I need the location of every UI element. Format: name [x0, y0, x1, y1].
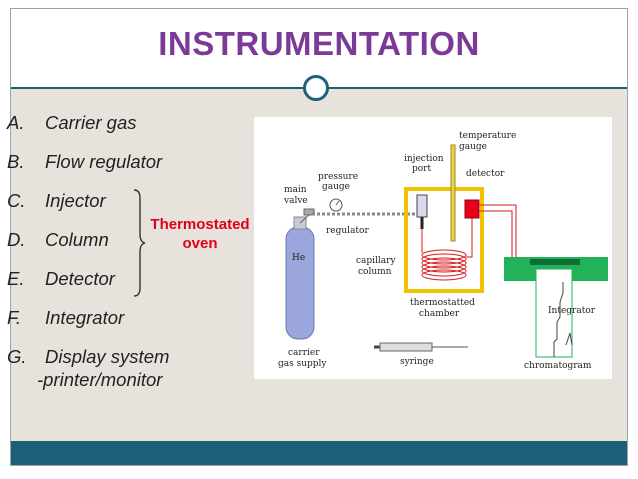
item-letter: B. [7, 151, 25, 172]
list-item-subline: -printer/monitor [37, 369, 163, 390]
syringe-icon [374, 342, 468, 352]
component-list: A. Carrier gas B. Flow regulator C. Injecto… [7, 112, 169, 391]
main-valve-label-1: main [284, 185, 307, 195]
list-item: A. Carrier gas [7, 112, 169, 151]
capillary-column-coil [421, 218, 473, 281]
injection-port-icon [416, 194, 428, 218]
gc-instrument-diagram: He carrier gas supply main valve pressur… [254, 117, 612, 379]
item-letter: A. [7, 112, 25, 133]
list-item: F. Integrator [7, 307, 169, 346]
list-item: G. Display system [7, 346, 169, 385]
item-letter: F. [7, 307, 22, 328]
item-text: Carrier gas [45, 112, 137, 133]
thermostated-oven-label: Thermostated oven [140, 215, 260, 253]
item-letter: C. [7, 190, 26, 211]
oven-label: oven [182, 235, 218, 252]
item-text: Display system [45, 346, 170, 367]
item-text: Detector [45, 268, 115, 289]
syringe-label: syringe [400, 357, 434, 367]
temperature-gauge-label-2: gauge [459, 142, 487, 152]
signal-wire [479, 204, 517, 257]
item-text: Column [45, 229, 109, 250]
gas-symbol: He [292, 253, 305, 263]
chromatogram-label: chromatogram [524, 361, 592, 371]
list-item: B. Flow regulator [7, 151, 169, 190]
carrier-gas-label-1: carrier [288, 348, 320, 358]
regulator-label: regulator [326, 226, 369, 236]
list-item: E. Detector [7, 268, 169, 307]
list-item: D. Column [7, 229, 169, 268]
item-letter: D. [7, 229, 26, 250]
item-text: Flow regulator [45, 151, 163, 172]
pressure-gauge-label-1: pressure [318, 172, 358, 182]
main-valve-label-2: valve [283, 196, 308, 206]
item-letter: E. [7, 268, 25, 289]
detector-label: detector [466, 169, 505, 179]
thermostated-label: Thermostated [150, 216, 250, 233]
thermometer-icon [450, 144, 456, 242]
thermostatted-chamber-label-1: thermostatted [410, 298, 475, 308]
footer-bar [11, 441, 627, 465]
integrator-icon [504, 257, 608, 358]
slide-title: INSTRUMENTATION [158, 25, 480, 62]
item-text: Integrator [45, 307, 125, 328]
injection-port-label-1: injection [404, 154, 444, 164]
curly-brace-icon [133, 189, 146, 297]
thermostatted-chamber-label-2: chamber [419, 309, 460, 319]
gas-cylinder-icon [285, 216, 315, 340]
carrier-gas-label-2: gas supply [278, 359, 327, 369]
list-item: C. Injector [7, 190, 169, 229]
capillary-column-label-2: column [358, 267, 392, 277]
item-letter: G. [7, 346, 27, 367]
integrator-label: Integrator [548, 306, 596, 316]
capillary-column-label-1: capillary [356, 256, 396, 266]
detector-icon [464, 199, 480, 219]
title-ring-ornament [303, 75, 329, 101]
pressure-gauge-label-2: gauge [322, 182, 350, 192]
temperature-gauge-label-1: temperature [459, 131, 516, 141]
item-text: Injector [45, 190, 106, 211]
oven-frame [404, 187, 484, 293]
injection-port-label-2: port [412, 164, 431, 174]
